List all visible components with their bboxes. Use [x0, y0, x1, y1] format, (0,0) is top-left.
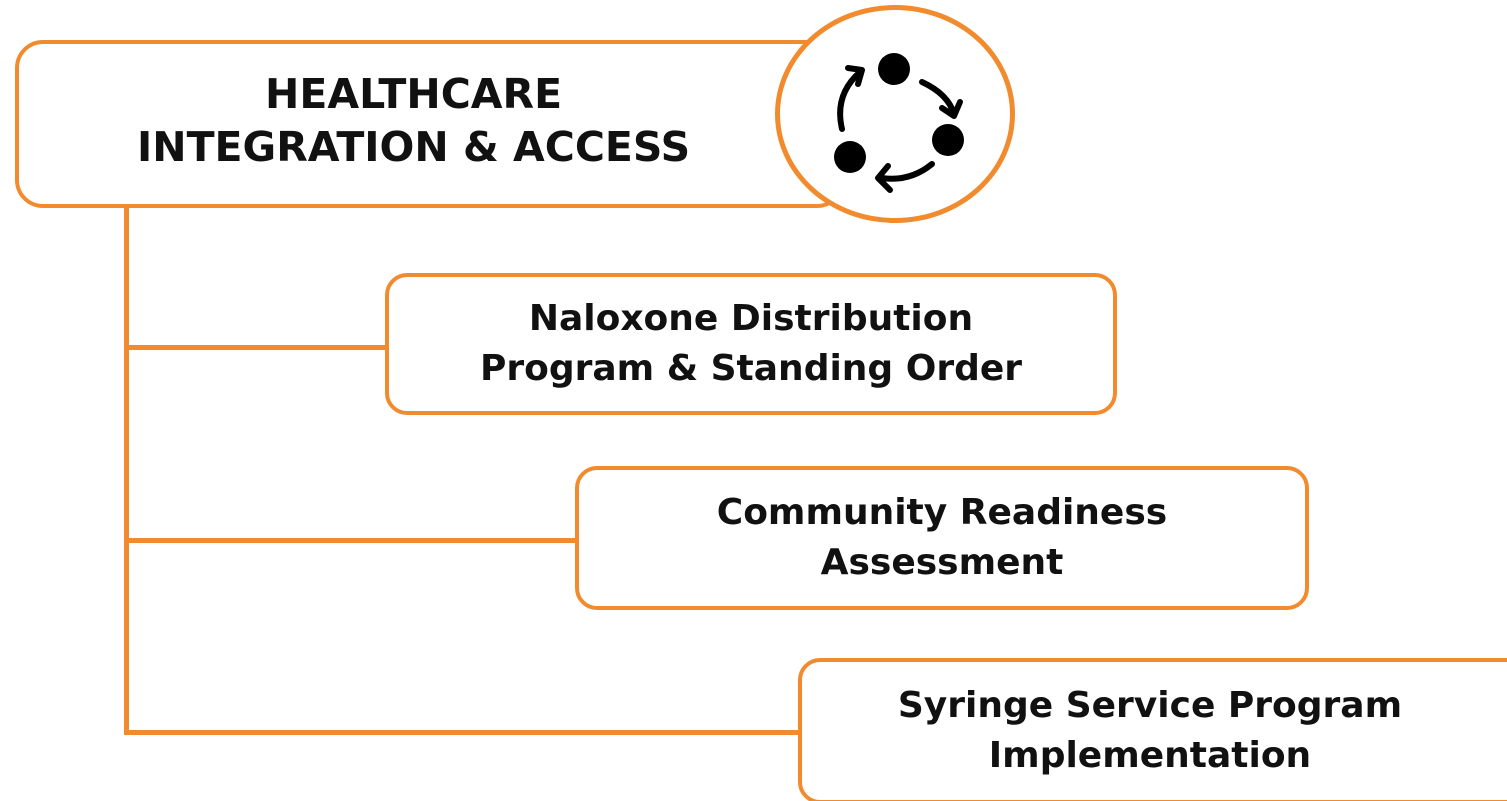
item-label-line-2: Assessment [820, 542, 1064, 583]
branch-connector-2 [124, 538, 579, 543]
item-label-line-2: Implementation [988, 735, 1312, 776]
item-label-line-1: Syringe Service Program [897, 684, 1403, 726]
header-title: HEALTHCARE INTEGRATION & ACCESS [137, 68, 690, 175]
item-label: Syringe Service Program Implementation [898, 681, 1402, 782]
branch-connector-1 [124, 345, 388, 350]
header-icon-circle [775, 5, 1015, 223]
item-label-line-1: Naloxone Distribution [528, 297, 974, 339]
header-title-line-1: HEALTHCARE [265, 69, 563, 118]
item-label: Community Readiness Assessment [717, 488, 1167, 589]
item-label-line-2: Program & Standing Order [479, 348, 1023, 389]
item-label: Naloxone Distribution Program & Standing… [480, 294, 1022, 395]
item-box-naloxone: Naloxone Distribution Program & Standing… [385, 273, 1117, 415]
header-box: HEALTHCARE INTEGRATION & ACCESS [15, 40, 845, 208]
header-title-line-2: INTEGRATION & ACCESS [137, 123, 691, 171]
cycle-arrows-icon [834, 53, 964, 193]
branch-connector-3 [124, 730, 803, 735]
trunk-line [124, 205, 129, 735]
item-box-syringe-service: Syringe Service Program Implementation [798, 658, 1507, 801]
item-label-line-1: Community Readiness [716, 491, 1168, 533]
item-box-community-readiness: Community Readiness Assessment [575, 466, 1309, 610]
